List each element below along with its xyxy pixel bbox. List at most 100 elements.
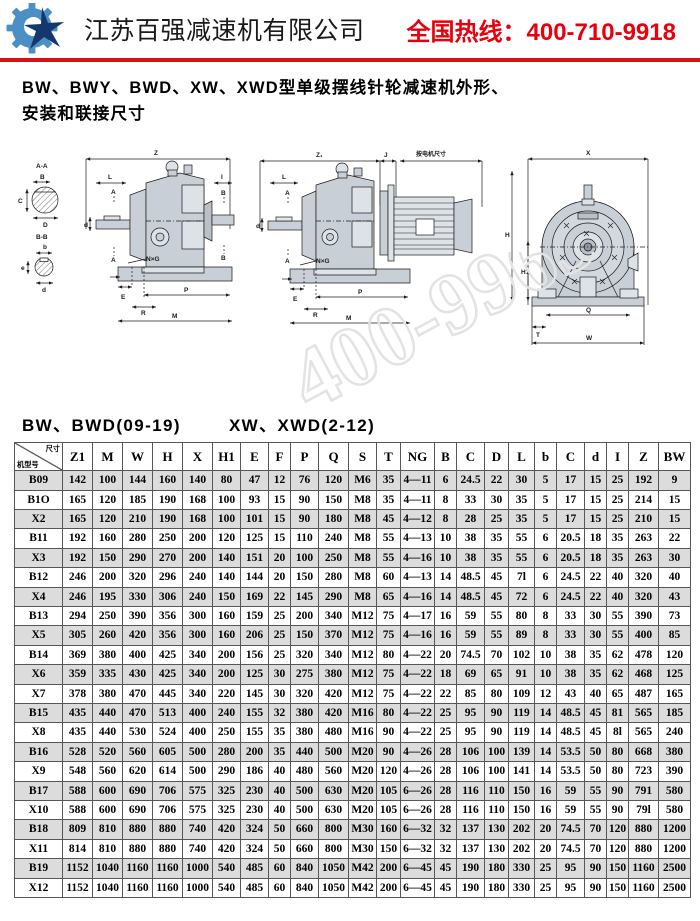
- svg-text:d: d: [84, 222, 88, 229]
- cell-i-20: 120: [606, 838, 629, 860]
- cell-f-7: 30: [268, 664, 291, 685]
- cell-b-17: 10: [534, 644, 557, 666]
- cell-m-1: 120: [92, 489, 123, 510]
- cell-c-14: 48.5: [456, 567, 485, 588]
- column-header-b-13: B: [434, 442, 457, 472]
- cell-s-10: M12: [348, 644, 377, 666]
- svg-text:N×G: N×G: [316, 258, 330, 265]
- cell-z1-0: 192: [62, 528, 93, 549]
- cell-f-7: 50: [268, 819, 291, 840]
- cell-d-15: 90: [484, 702, 509, 724]
- cell-b-17: 8: [534, 625, 557, 646]
- cell-h-3: 524: [152, 722, 183, 743]
- cell-p-8: 500: [290, 800, 319, 821]
- cell-d-19: 70: [584, 838, 607, 860]
- cell-f-7: 30: [268, 683, 291, 705]
- cell-ng-12: 4—22: [400, 683, 435, 705]
- cell-h-3: 445: [152, 683, 183, 705]
- cell-h-3: 425: [152, 664, 183, 685]
- svg-text:H1: H1: [521, 269, 530, 276]
- cell-m-1: 150: [92, 547, 123, 569]
- cell-f-7: 25: [268, 605, 291, 627]
- cell-e-6: 159: [240, 605, 269, 627]
- cell-bw-22: 185: [658, 702, 691, 724]
- cell-c-14: 24.5: [456, 470, 485, 491]
- cell-i-20: 40: [606, 586, 629, 607]
- cell-i-20: 55: [606, 605, 629, 627]
- cell-b-13: 20: [434, 644, 457, 666]
- cell-d-15: 55: [484, 605, 509, 627]
- cell-m-1: 1040: [92, 877, 123, 899]
- cell-d-19: 18: [584, 528, 607, 549]
- cell-x-4: 740: [182, 838, 213, 860]
- cell-f-7: 12: [268, 470, 291, 491]
- cell-ng-12: 6—45: [400, 877, 435, 899]
- corner-dimension-label: 尺寸: [45, 444, 60, 454]
- cell-s-10: M8: [348, 547, 377, 569]
- cell-c-18: 24.5: [556, 567, 585, 588]
- cell-ng-12: 4—16: [400, 547, 435, 569]
- cell-ng-12: 4—16: [400, 586, 435, 607]
- cell-l-16: 202: [508, 819, 535, 840]
- cell-s-10: M42: [348, 877, 377, 899]
- cell-i-20: 120: [606, 819, 629, 840]
- cell-c-14: 190: [456, 858, 485, 879]
- cell-bw-22: 15: [658, 508, 691, 530]
- cell-d-15: 80: [484, 683, 509, 705]
- model-cell: X9: [14, 761, 63, 782]
- cell-bw-22: 165: [658, 683, 691, 705]
- cell-h1-5: 160: [212, 625, 241, 646]
- cell-c-14: 48.5: [456, 586, 485, 607]
- model-cell: B19: [14, 858, 63, 879]
- cell-t-11: 200: [376, 858, 401, 879]
- cell-d-15: 110: [484, 780, 509, 802]
- cell-b-13: 28: [434, 800, 457, 821]
- cell-w-2: 390: [122, 605, 153, 627]
- cell-h-3: 190: [152, 489, 183, 510]
- cell-ng-12: 6—32: [400, 819, 435, 840]
- cell-f-7: 22: [268, 586, 291, 607]
- cell-x-4: 168: [182, 489, 213, 510]
- cell-i-20: 62: [606, 664, 629, 685]
- cell-x-4: 200: [182, 528, 213, 549]
- cell-c-14: 137: [456, 819, 485, 840]
- cell-l-16: 72: [508, 586, 535, 607]
- series-heading-bw: BW、BWD(09-19): [22, 416, 181, 436]
- cell-z1-0: 378: [62, 683, 93, 705]
- column-header-b-17: b: [534, 442, 557, 472]
- cell-h-3: 356: [152, 625, 183, 646]
- svg-text:I: I: [221, 174, 223, 181]
- svg-text:R: R: [313, 312, 318, 319]
- cell-b-13: 45: [434, 877, 457, 899]
- cell-d-19: 50: [584, 741, 607, 763]
- cell-z-21: 390: [628, 605, 659, 627]
- cell-i-20: 40: [606, 567, 629, 588]
- cell-b-13: 28: [434, 780, 457, 802]
- cell-f-7: 35: [268, 722, 291, 743]
- cell-ng-12: 4—12: [400, 508, 435, 530]
- corner-diagonal-line: [15, 443, 62, 470]
- cell-f-7: 20: [268, 567, 291, 588]
- cell-e-6: 101: [240, 508, 269, 530]
- cell-d-19: 22: [584, 567, 607, 588]
- page-title-line2: 安装和联接尺寸: [22, 104, 146, 123]
- cell-b-17: 16: [534, 800, 557, 821]
- svg-text:A: A: [111, 257, 116, 264]
- cell-p-8: 76: [290, 470, 319, 491]
- svg-text:J: J: [384, 152, 388, 159]
- cell-c-18: 95: [556, 877, 585, 899]
- cell-s-10: M6: [348, 470, 377, 491]
- cell-c-18: 74.5: [556, 838, 585, 860]
- cell-q-9: 420: [318, 702, 349, 724]
- cell-b-13: 25: [434, 722, 457, 743]
- cell-ng-12: 4—11: [400, 489, 435, 510]
- cell-b-17: 20: [534, 838, 557, 860]
- cell-h1-5: 290: [212, 761, 241, 782]
- cell-i-20: 81: [606, 702, 629, 724]
